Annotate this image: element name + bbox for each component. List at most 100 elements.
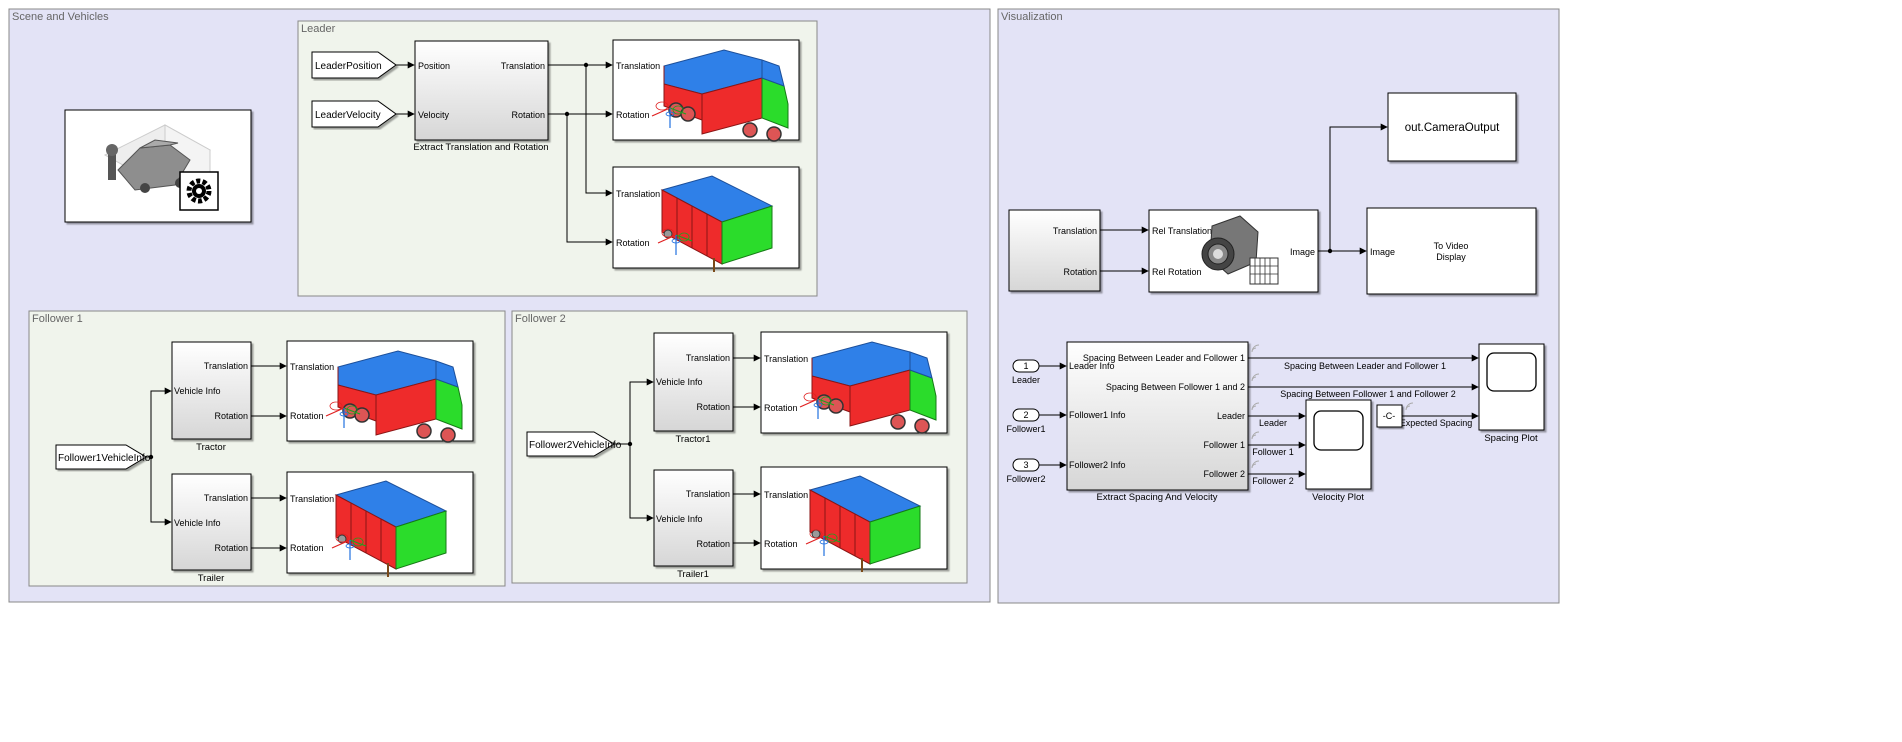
scene-configuration-block[interactable] bbox=[64, 109, 252, 223]
signal-log-icons bbox=[1251, 344, 1414, 469]
inport-follower2[interactable]: 3 Follower2 bbox=[1006, 458, 1046, 484]
port-translation: Translation bbox=[1053, 226, 1097, 236]
port-spacing-f1-f2: Spacing Between Follower 1 and 2 bbox=[1106, 382, 1245, 392]
port-rotation: Rotation bbox=[764, 403, 798, 413]
signal-label-follower1: Follower 1 bbox=[1252, 447, 1294, 457]
scope-screen-icon bbox=[1313, 410, 1364, 451]
block-label: Tractor bbox=[196, 442, 226, 453]
wires-spacing bbox=[1039, 354, 1479, 478]
wires-camera bbox=[1100, 123, 1388, 275]
port-leader: Leader bbox=[1217, 411, 1245, 421]
port-rotation: Rotation bbox=[214, 411, 248, 421]
port-follower1: Follower 1 bbox=[1203, 440, 1245, 450]
spacing-plot-scope[interactable]: Spacing Plot bbox=[1478, 343, 1545, 444]
signal-label-s1: Spacing Between Leader and Follower 1 bbox=[1284, 361, 1446, 371]
block-label: Velocity Plot bbox=[1312, 492, 1364, 503]
port-translation: Translation bbox=[764, 490, 808, 500]
follower1-title: Follower 1 bbox=[32, 313, 83, 325]
to-workspace-block[interactable]: out.CameraOutput bbox=[1387, 92, 1517, 162]
port-translation: Translation bbox=[204, 493, 248, 503]
tractor1-block[interactable]: Vehicle Info Translation Rotation Tracto… bbox=[653, 332, 734, 445]
port-translation: Translation bbox=[204, 361, 248, 371]
port-rotation: Rotation bbox=[511, 110, 545, 120]
port-translation: Translation bbox=[616, 61, 660, 71]
signal-labels: Spacing Between Leader and Follower 1 Sp… bbox=[1252, 361, 1472, 486]
port-translation: Translation bbox=[686, 489, 730, 499]
follower1-trailer-vehicle-block[interactable]: Translation Rotation bbox=[286, 471, 474, 578]
goto-tag-leader-velocity[interactable]: LeaderVelocity bbox=[311, 100, 397, 128]
follower2-title: Follower 2 bbox=[515, 313, 566, 325]
trailer1-block[interactable]: Vehicle Info Translation Rotation Traile… bbox=[653, 469, 734, 580]
wires-leader bbox=[548, 61, 613, 246]
camera-sensor-block[interactable]: Rel Translation Rel Rotation Image bbox=[1148, 209, 1319, 293]
goto-tag-follower2-info[interactable]: Follower2VehicleInfo bbox=[526, 431, 622, 457]
leader-title: Leader bbox=[301, 23, 336, 35]
velocity-plot-scope[interactable]: Velocity Plot bbox=[1305, 399, 1372, 503]
camera-pose-source-block[interactable]: Translation Rotation bbox=[1008, 209, 1101, 292]
tractor-block[interactable]: Vehicle Info Translation Rotation Tracto… bbox=[171, 341, 252, 453]
port-rotation: Rotation bbox=[290, 411, 324, 421]
wires-follower2 bbox=[614, 354, 761, 547]
port-translation: Translation bbox=[764, 354, 808, 364]
goto-tag-follower1-info[interactable]: Follower1VehicleInfo bbox=[55, 444, 151, 470]
port-rotation: Rotation bbox=[764, 539, 798, 549]
port-position: Position bbox=[418, 61, 450, 71]
wires-follower1 bbox=[146, 362, 287, 552]
video-display-line2: Display bbox=[1436, 252, 1466, 262]
port-rel-rotation: Rel Rotation bbox=[1152, 267, 1202, 277]
to-video-display-block[interactable]: Image To Video Display bbox=[1366, 207, 1537, 295]
area-title-visualization: Visualization bbox=[1001, 11, 1063, 23]
trailer-block[interactable]: Vehicle Info Translation Rotation Traile… bbox=[171, 473, 252, 584]
port-spacing-l-f1: Spacing Between Leader and Follower 1 bbox=[1083, 353, 1245, 363]
signal-label-expected: Expected Spacing bbox=[1400, 418, 1473, 428]
leader-velocity-label: LeaderVelocity bbox=[315, 110, 381, 121]
signal-label-leader: Leader bbox=[1259, 418, 1287, 428]
port-rotation: Rotation bbox=[696, 402, 730, 412]
leader-trailer-vehicle-block[interactable]: Translation Rotation bbox=[612, 166, 800, 273]
scope-screen-icon bbox=[1486, 352, 1537, 392]
leader-position-label: LeaderPosition bbox=[315, 61, 382, 72]
inport-label: Follower1 bbox=[1006, 424, 1045, 434]
port-rotation: Rotation bbox=[616, 110, 650, 120]
block-label: Trailer bbox=[198, 573, 225, 584]
constant-value: -C- bbox=[1383, 411, 1396, 421]
follower2-tractor-vehicle-block[interactable]: Translation Rotation bbox=[760, 331, 948, 434]
port-vehicle-info: Vehicle Info bbox=[656, 377, 703, 387]
inport-number: 3 bbox=[1023, 460, 1028, 470]
port-rotation: Rotation bbox=[696, 539, 730, 549]
to-workspace-label: out.CameraOutput bbox=[1405, 122, 1500, 134]
port-follower2: Follower 2 bbox=[1203, 469, 1245, 479]
port-vehicle-info: Vehicle Info bbox=[174, 386, 221, 396]
constant-block[interactable]: -C- bbox=[1376, 404, 1403, 428]
port-image: Image bbox=[1290, 247, 1315, 257]
port-rotation: Rotation bbox=[290, 543, 324, 553]
signal-label-s2: Spacing Between Follower 1 and Follower … bbox=[1280, 389, 1456, 399]
follower2-info-label: Follower2VehicleInfo bbox=[529, 440, 622, 451]
follower1-tractor-vehicle-block[interactable]: Translation Rotation bbox=[286, 340, 474, 443]
port-follower2-info: Follower2 Info bbox=[1069, 460, 1126, 470]
port-rotation: Rotation bbox=[616, 238, 650, 248]
port-rel-translation: Rel Translation bbox=[1152, 226, 1212, 236]
block-label: Extract Translation and Rotation bbox=[413, 142, 548, 153]
gear-icon bbox=[179, 171, 219, 211]
block-label: Spacing Plot bbox=[1484, 433, 1538, 444]
leader-tractor-vehicle-block[interactable]: Translation Rotation bbox=[612, 39, 800, 142]
port-vehicle-info: Vehicle Info bbox=[656, 514, 703, 524]
port-translation: Translation bbox=[501, 61, 545, 71]
goto-tag-leader-position[interactable]: LeaderPosition bbox=[311, 51, 397, 79]
port-rotation: Rotation bbox=[1063, 267, 1097, 277]
extract-translation-rotation-block[interactable]: Position Velocity Translation Rotation E… bbox=[413, 40, 549, 153]
block-label: Extract Spacing And Velocity bbox=[1097, 492, 1218, 503]
follower2-trailer-vehicle-block[interactable]: Translation Rotation bbox=[760, 466, 948, 573]
signal-label-follower2: Follower 2 bbox=[1252, 476, 1294, 486]
port-translation: Translation bbox=[616, 189, 660, 199]
extract-spacing-velocity-block[interactable]: Leader Info Follower1 Info Follower2 Inf… bbox=[1066, 341, 1249, 503]
port-follower1-info: Follower1 Info bbox=[1069, 410, 1126, 420]
port-translation: Translation bbox=[290, 494, 334, 504]
inport-number: 1 bbox=[1023, 361, 1028, 371]
port-velocity: Velocity bbox=[418, 110, 450, 120]
inport-number: 2 bbox=[1023, 410, 1028, 420]
port-rotation: Rotation bbox=[214, 543, 248, 553]
block-label: Tractor1 bbox=[675, 434, 710, 445]
